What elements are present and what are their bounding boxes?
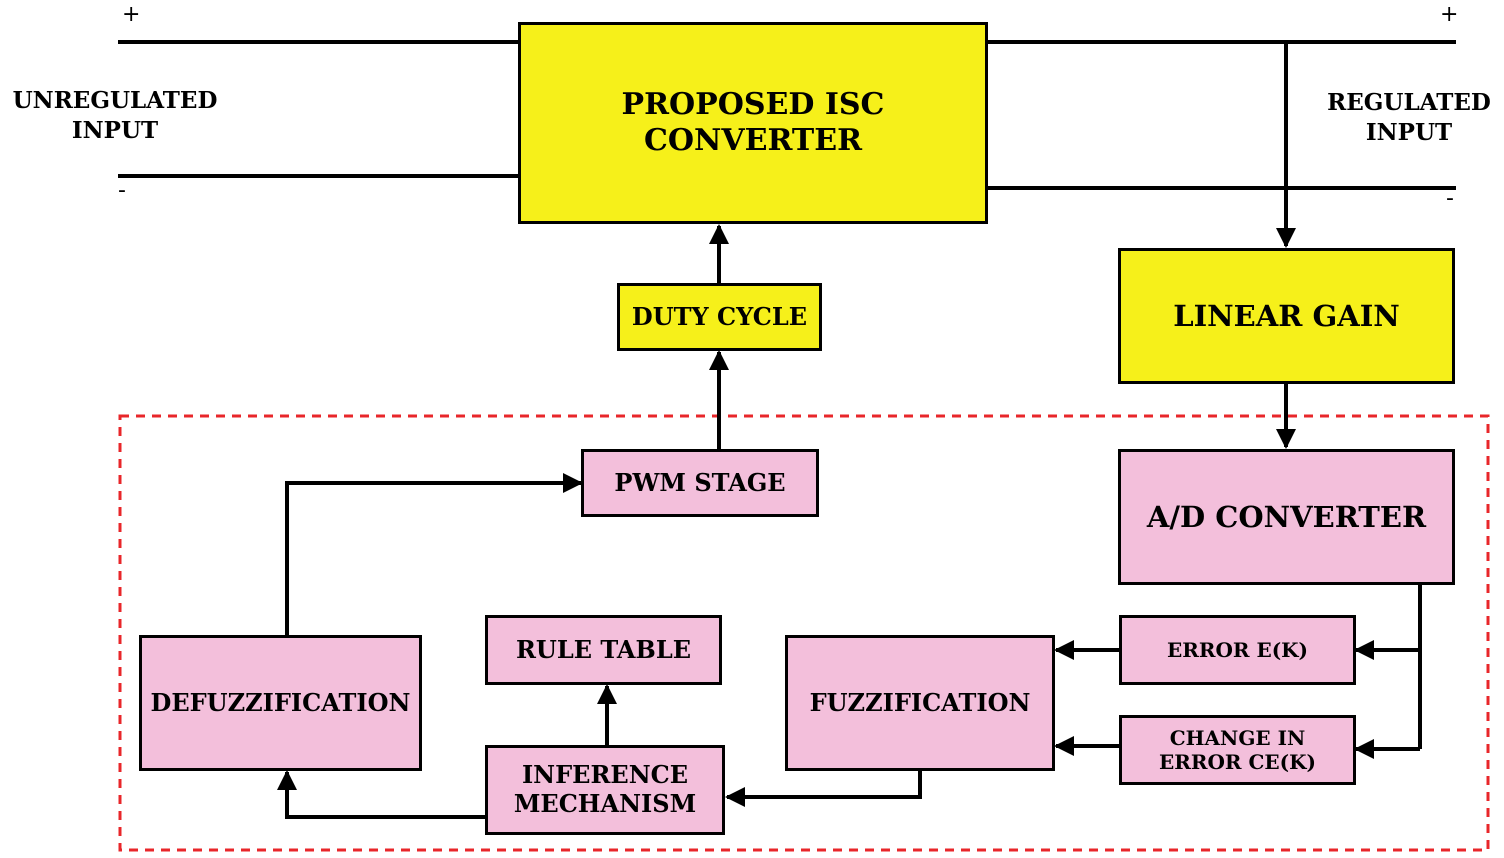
inference-mechanism-block: INFERENCE MECHANISM	[485, 745, 725, 835]
input-plus-sign: +	[122, 2, 141, 27]
regulated-input-label: REGULATED INPUT	[1327, 89, 1491, 146]
output-minus-sign: -	[1446, 186, 1454, 211]
pwm-stage-block: PWM STAGE	[581, 449, 819, 517]
proposed-isc-converter-block: PROPOSED ISC CONVERTER	[518, 22, 988, 224]
fuzzification-block: FUZZIFICATION	[785, 635, 1055, 771]
arrow-inference-to-defuzzification	[277, 770, 487, 819]
linear-gain-block: LINEAR GAIN	[1118, 248, 1455, 384]
rule-table-block: RULE TABLE	[485, 615, 722, 685]
input-minus-sign: -	[118, 178, 126, 203]
error-ek-block: ERROR E(K)	[1119, 615, 1356, 685]
fuzzy-controller-boundary	[118, 414, 1490, 852]
output-plus-sign: +	[1440, 2, 1459, 27]
ad-converter-block: A/D CONVERTER	[1118, 449, 1455, 585]
duty-cycle-block: DUTY CYCLE	[617, 283, 822, 351]
unregulated-input-label: UNREGULATED INPUT	[12, 87, 218, 144]
defuzzification-block: DEFUZZIFICATION	[139, 635, 422, 771]
change-in-error-cek-block: CHANGE IN ERROR CE(K)	[1119, 715, 1356, 785]
arrow-fuzzification-to-inference	[725, 770, 922, 807]
arrow-defuzzification-to-pwm	[285, 473, 583, 635]
